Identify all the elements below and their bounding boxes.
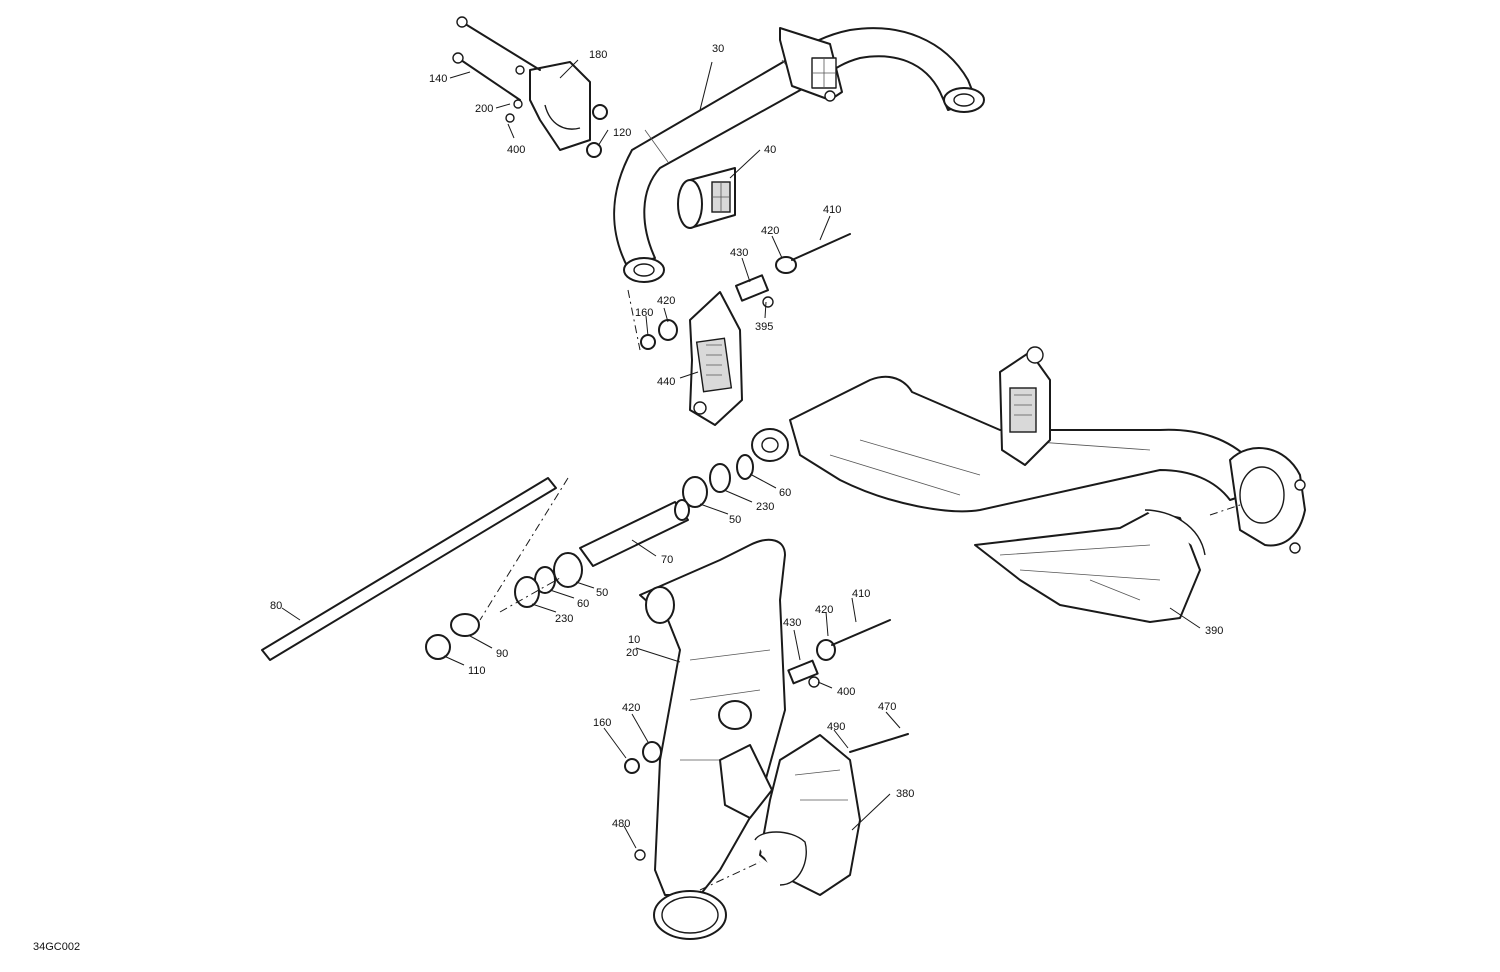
callout-10: 10 [628,634,640,646]
callout-70: 70 [661,554,673,566]
callout-400-upper: 400 [507,144,525,156]
callout-400-lower: 400 [837,686,855,698]
callout-230-lower: 230 [555,613,573,625]
leader-lines [281,59,1201,849]
callout-430-lower: 430 [783,617,801,629]
callout-110: 110 [468,665,486,677]
callout-420-lower-right: 420 [815,604,833,616]
callout-180: 180 [589,49,607,61]
lower-bracket [718,700,773,819]
guard-390 [974,509,1206,623]
bolts-140 [452,16,541,109]
callout-490: 490 [827,721,845,733]
callout-30: 30 [712,43,724,55]
drawing-reference: 34GC002 [33,941,80,953]
callout-160-lower: 160 [593,717,611,729]
callout-40: 40 [764,144,776,156]
callout-60-lower: 60 [577,598,589,610]
lower-hardware [624,619,909,861]
callout-420-upper-right: 420 [761,225,779,237]
callout-120: 120 [613,127,631,139]
callout-labels: 180 30 140 200 120 400 40 410 420 430 39… [270,43,1223,830]
callout-230-upper: 230 [756,501,774,513]
callout-420-upper-left: 420 [657,295,675,307]
callout-430-upper: 430 [730,247,748,259]
callout-50-upper: 50 [729,514,741,526]
bearing-stack-upper [682,454,754,508]
bar-clamp-upper [779,27,843,102]
center-lines [479,289,1241,891]
sleeve-70 [579,499,690,567]
shaft-80 [261,477,557,661]
callout-480: 480 [612,818,630,830]
callout-60-upper: 60 [779,487,791,499]
callout-50-lower: 50 [596,587,608,599]
knuckle [1229,447,1306,554]
callout-80: 80 [270,600,282,612]
callout-420-lower-left: 420 [622,702,640,714]
callout-395: 395 [755,321,773,333]
bearing-stack-lower [425,552,583,660]
callout-380: 380 [896,788,914,800]
callout-440: 440 [657,376,675,388]
callout-410-upper: 410 [823,204,841,216]
nuts-120 [505,104,608,158]
lower-a-arm [639,538,786,940]
guard-380 [754,734,861,896]
link-rod-440 [689,291,743,426]
callout-390: 390 [1205,625,1223,637]
callout-410-lower: 410 [852,588,870,600]
bushing-40 [677,167,736,229]
callout-140: 140 [429,73,447,85]
bracket-180 [529,61,591,151]
callout-160-upper: 160 [635,307,653,319]
callout-90: 90 [496,648,508,660]
upper-link [999,346,1051,466]
callout-470: 470 [878,701,896,713]
callout-20: 20 [626,647,638,659]
callout-200: 200 [475,103,493,115]
